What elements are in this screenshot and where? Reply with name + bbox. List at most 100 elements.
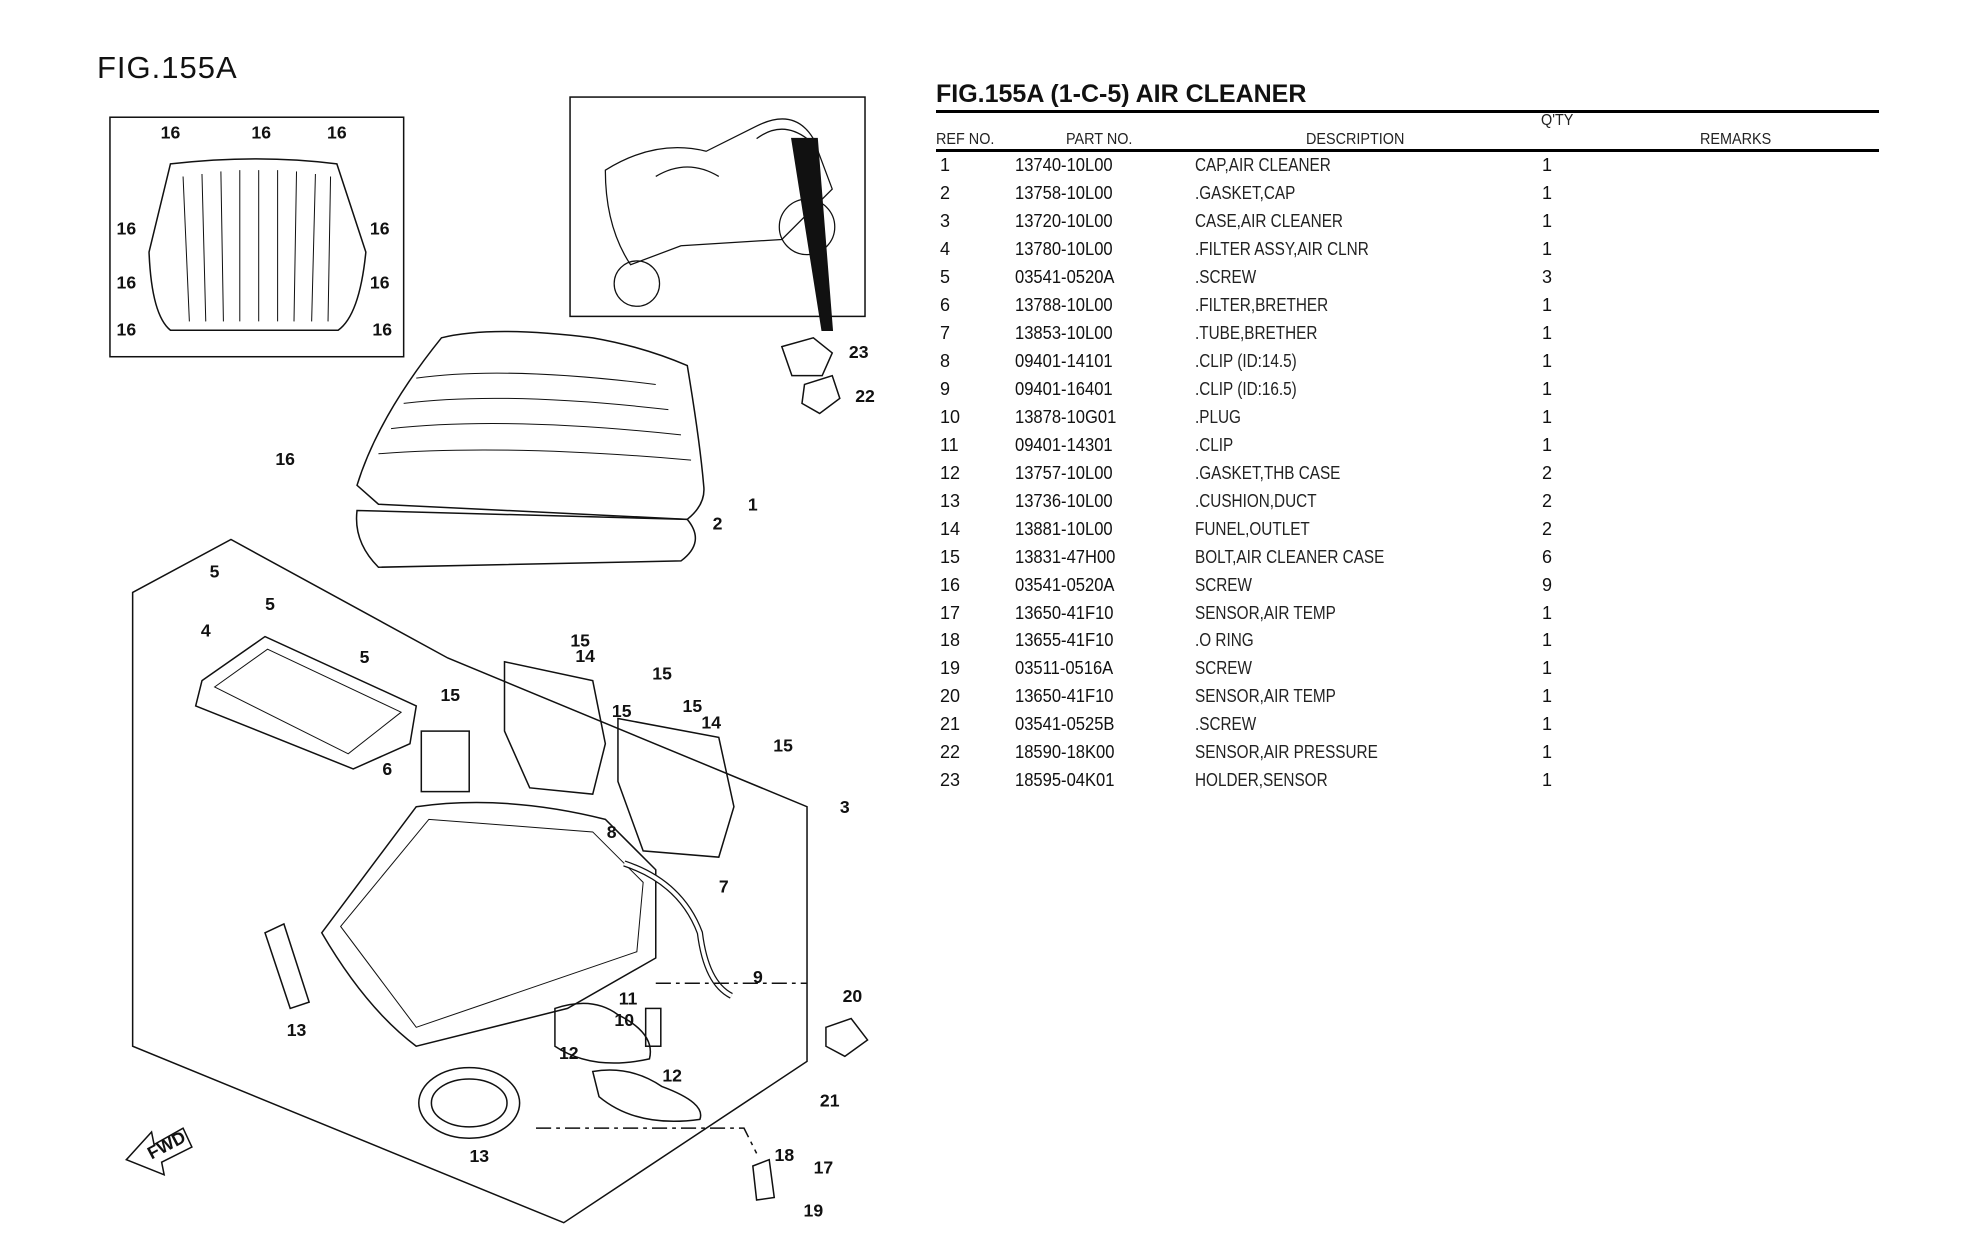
- motorcycle-icon: [604, 118, 836, 307]
- description: .TUBE,BRETHER: [1195, 322, 1318, 343]
- table-row: 9 09401-16401 .CLIP (ID:16.5) 1: [936, 379, 1879, 407]
- description: .GASKET,THB CASE: [1195, 462, 1341, 483]
- callout-16: 16: [161, 123, 181, 143]
- quantity: 1: [1542, 350, 1553, 371]
- cap-top-view-inset: [109, 116, 405, 358]
- description: SENSOR,AIR TEMP: [1195, 602, 1336, 623]
- callout-14: 14: [575, 646, 595, 666]
- leader-wedge: [791, 137, 834, 332]
- callout-15: 15: [612, 701, 632, 721]
- cap-gasket: [355, 509, 697, 568]
- description: .CLIP (ID:16.5): [1195, 378, 1297, 399]
- assembly-outline: [131, 538, 808, 1224]
- quantity: 1: [1542, 686, 1553, 707]
- quantity: 2: [1542, 490, 1553, 511]
- description: .O RING: [1195, 630, 1254, 651]
- part-no: 13878-10G01: [1015, 406, 1117, 427]
- quantity: 1: [1542, 294, 1553, 315]
- air-cleaner-cap: [356, 330, 705, 521]
- part-no: 09401-14101: [1015, 350, 1113, 371]
- callout-16: 16: [372, 319, 392, 339]
- part-no: 03541-0520A: [1015, 574, 1115, 595]
- quantity: 6: [1542, 546, 1553, 567]
- part-no: 09401-14301: [1015, 434, 1113, 455]
- quantity: 1: [1542, 238, 1553, 259]
- callout-16: 16: [251, 123, 271, 143]
- ref-no: 3: [940, 210, 951, 231]
- ref-no: 8: [940, 350, 951, 371]
- part-no: 09401-16401: [1015, 378, 1113, 399]
- description: SENSOR,AIR TEMP: [1195, 686, 1336, 707]
- ref-no: 22: [940, 742, 961, 763]
- ref-no: 10: [940, 406, 961, 427]
- part-no: 13720-10L00: [1015, 210, 1113, 231]
- callout-15: 15: [652, 663, 672, 683]
- ref-no: 13: [940, 490, 961, 511]
- callout-5: 5: [210, 561, 220, 581]
- title-rule: [936, 110, 1879, 113]
- air-temp-sensor-20: [825, 1017, 869, 1058]
- quantity: 1: [1542, 322, 1553, 343]
- part-no: 13758-10L00: [1015, 182, 1113, 203]
- ref-no: 5: [940, 266, 951, 287]
- callout-2: 2: [713, 513, 723, 533]
- quantity: 1: [1542, 658, 1553, 679]
- ref-no: 14: [940, 518, 961, 539]
- ref-no: 7: [940, 322, 951, 343]
- callout-12: 12: [559, 1043, 579, 1063]
- quantity: 2: [1542, 518, 1553, 539]
- air-filter: [194, 635, 418, 770]
- description: .FILTER ASSY,AIR CLNR: [1195, 238, 1369, 259]
- part-no: 13655-41F10: [1015, 630, 1114, 651]
- description: .SCREW: [1195, 714, 1257, 735]
- callout-15: 15: [570, 631, 590, 651]
- callout-19: 19: [804, 1200, 824, 1220]
- header-remarks: REMARKS: [1700, 131, 1772, 148]
- header-qty: Q'TY: [1541, 112, 1574, 129]
- figure-label: FIG.155A: [97, 50, 238, 85]
- callout-13: 13: [287, 1020, 307, 1040]
- ref-no: 18: [940, 630, 961, 651]
- description: SENSOR,AIR PRESSURE: [1195, 742, 1378, 763]
- cap-top-view: [148, 158, 367, 332]
- throttle-body-gasket-2: [591, 1069, 702, 1122]
- callout-4: 4: [201, 621, 211, 641]
- air-cleaner-case: [320, 801, 657, 1048]
- description: .CLIP: [1195, 434, 1234, 455]
- outlet-funnel-1: [503, 660, 607, 795]
- callout-10: 10: [614, 1010, 634, 1030]
- part-no: 13853-10L00: [1015, 322, 1113, 343]
- ref-no: 1: [940, 155, 951, 175]
- part-no: 13650-41F10: [1015, 602, 1114, 623]
- quantity: 3: [1542, 266, 1553, 287]
- description: CASE,AIR CLEANER: [1195, 210, 1343, 231]
- ref-no: 20: [940, 686, 961, 707]
- ref-no: 9: [940, 378, 951, 399]
- breather-filter: [420, 730, 470, 793]
- outlet-funnel-2: [617, 717, 735, 858]
- part-no: 03541-0525B: [1015, 714, 1115, 735]
- quantity: 1: [1542, 406, 1553, 427]
- quantity: 2: [1542, 462, 1553, 483]
- part-no: 13881-10L00: [1015, 518, 1113, 539]
- table-row: 7 13853-10L00 .TUBE,BRETHER 1: [936, 323, 1879, 351]
- callout-18: 18: [775, 1145, 795, 1165]
- callout-15: 15: [440, 685, 460, 705]
- part-no: 03511-0516A: [1015, 658, 1114, 679]
- quantity: 1: [1542, 378, 1553, 399]
- description: SCREW: [1195, 658, 1252, 679]
